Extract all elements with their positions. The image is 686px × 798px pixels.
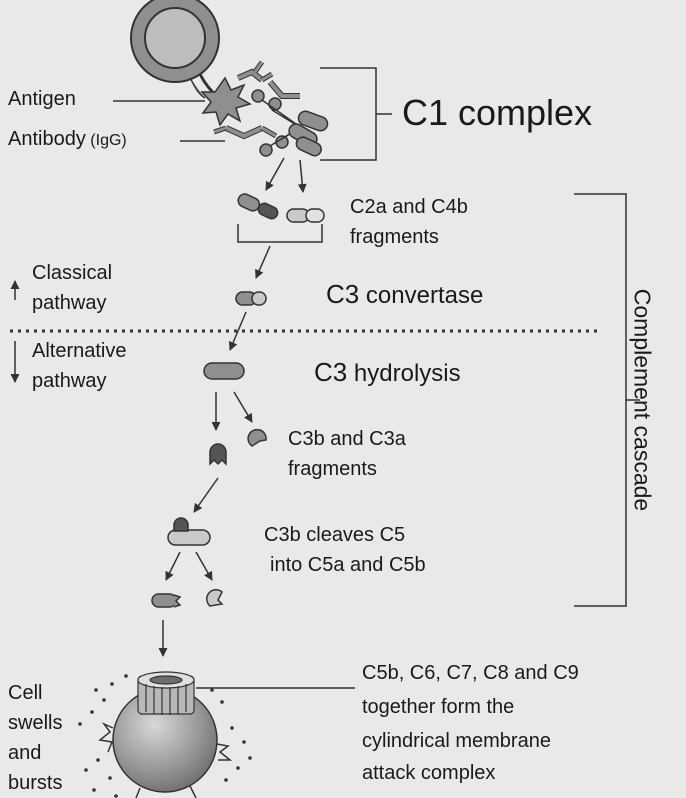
alternative-pathway-label-line2: pathway: [32, 370, 107, 392]
cell-label-line3: and: [8, 742, 42, 764]
target-cell-ring: [130, 0, 223, 102]
cell-label-line2: swells: [8, 712, 63, 734]
c2a-c4b-label-line2: fragments: [350, 226, 439, 248]
cell-label-line1: Cell: [8, 682, 43, 704]
c3b-c3a-label-line2: fragments: [288, 458, 377, 480]
antibody-label: Antibody (IgG): [8, 128, 127, 151]
c3-convertase-text: convertase: [359, 282, 484, 309]
c3b-c5-shape: [167, 517, 211, 546]
complement-cascade-bracket: [574, 193, 640, 607]
c2a-fragment-shape: [237, 193, 279, 220]
c3-convertase-shape: [235, 291, 267, 306]
mac-label-line4: attack complex: [362, 762, 496, 784]
c3-convertase-label: C3 convertase: [326, 279, 484, 310]
antigen-shape: [200, 76, 252, 127]
complement-cascade-label: Complement cascade: [629, 288, 656, 512]
c3-hydrolysis-c3: C3: [314, 357, 348, 387]
c3b-c3a-label-line1: C3b and C3a: [288, 428, 406, 450]
mac-label-line3: cylindrical membrane: [362, 730, 551, 752]
c4b-fragment-shape: [286, 208, 325, 223]
classical-pathway-label-line1: Classical: [32, 262, 113, 284]
c5b-fragment-shape: [151, 593, 182, 608]
c3a-fragment-shape: [247, 428, 267, 447]
c3-shape: [203, 362, 245, 380]
c2a-c4b-label-line1: C2a and C4b: [350, 196, 468, 218]
membrane-attack-complex-shape: [137, 671, 195, 715]
antigen-label: Antigen: [8, 88, 76, 110]
c3b-cleaves-label-line2: into C5a and C5b: [270, 554, 426, 576]
classical-pathway-label-line2: pathway: [32, 292, 107, 314]
c5a-fragment-shape: [206, 589, 224, 607]
mac-label-line2: together form the: [362, 696, 515, 718]
c3b-fragment-shape: [209, 443, 227, 466]
c3-hydrolysis-text: hydrolysis: [347, 360, 461, 387]
c3b-cleaves-label-line1: C3b cleaves C5: [264, 524, 406, 546]
c1-complex-shape: [213, 60, 329, 157]
antibody-name: Antibody: [8, 128, 86, 150]
cell-label-line4: bursts: [8, 772, 63, 794]
mac-label-line1: C5b, C6, C7, C8 and C9: [362, 662, 579, 684]
antibody-type: (IgG): [85, 132, 127, 149]
c3-convertase-c3: C3: [326, 279, 360, 309]
alternative-pathway-label-line1: Alternative: [32, 340, 127, 362]
c1-complex-label: C1 complex: [402, 92, 593, 133]
c3-hydrolysis-label: C3 hydrolysis: [314, 357, 461, 388]
